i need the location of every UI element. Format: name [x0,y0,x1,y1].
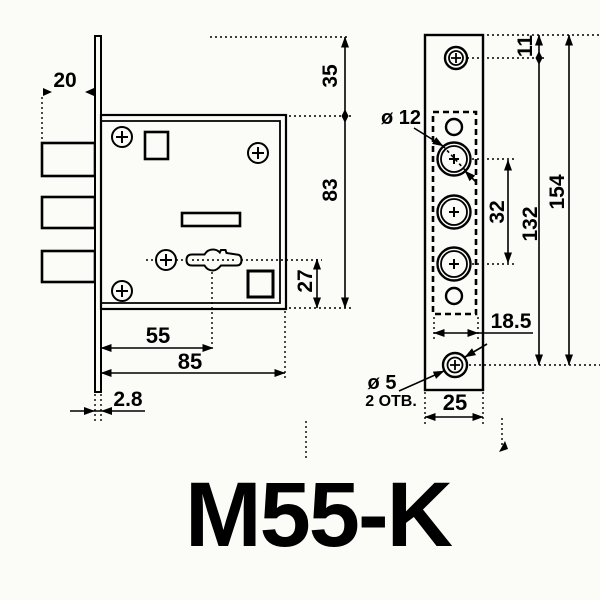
dim-label-35: 35 [319,64,342,88]
dim-label-154: 154 [546,174,569,209]
callout-label-d5: ø 5 [368,372,397,394]
body-screw-icon [111,126,133,148]
lock-body-side-view [40,35,322,393]
bolt-hole-1 [436,141,472,177]
model-title: M55-K [185,464,453,566]
dim-label-18-5: 18.5 [491,310,532,333]
guide-hole-top [444,117,464,137]
dim-label-32: 32 [486,200,509,223]
deadbolt-2 [40,195,97,230]
body-screw-icon [155,249,177,271]
cutout-square-bottom [246,269,275,299]
dim-label-55: 55 [146,323,170,348]
dimensions: 20 35 83 27 55 85 [41,34,600,458]
dim-label-27: 27 [294,269,317,292]
dim-label-25: 25 [443,390,467,415]
guide-hole-bottom [444,286,464,306]
scan-artifacts [305,418,508,458]
dim-plate-vertical: 11 132 154 [467,34,600,366]
dim-body-depth: 85 [100,311,286,379]
cutout-square-top [143,130,170,161]
deadbolt-1 [40,141,97,178]
bolt-hole-2 [436,194,472,230]
dim-label-83: 83 [319,178,342,201]
dim-plate-thickness: 2.8 [70,388,145,423]
callout-bolt-diameter: ø 12 [381,107,477,183]
dim-label-11: 11 [514,35,537,58]
dim-label-85: 85 [178,349,202,374]
callout-label-d12: ø 12 [381,107,421,129]
dim-bolt-span: 32 [472,158,516,265]
dim-label-20: 20 [53,69,76,92]
dim-body-vertical: 35 83 [210,36,353,309]
dim-label-132: 132 [519,206,542,241]
body-screw-icon [111,280,133,302]
dim-backset: 55 [100,272,214,352]
dim-bolt-protrusion: 20 [41,69,94,142]
cutout-dashed-outline [431,110,478,316]
callout-screw-diameter: ø 5 2 ОТВ. [365,343,488,410]
dim-label-2-8: 2.8 [113,388,143,411]
bolt-hole-3 [436,246,472,282]
dim-keyway-offset: 27 [294,258,321,309]
mounting-screw-bottom-icon [441,351,469,379]
mounting-screw-top-icon [443,45,469,71]
dim-plate-width: 25 [424,390,484,424]
cutout-slot-middle [180,211,242,228]
dim-cutout-width: 18.5 [433,310,533,341]
callout-label-qty: 2 ОТВ. [365,393,417,410]
body-screw-icon [247,142,269,164]
faceplate-front-view [423,33,485,392]
lock-body-inner-line [101,120,281,304]
deadbolt-3 [40,249,97,284]
